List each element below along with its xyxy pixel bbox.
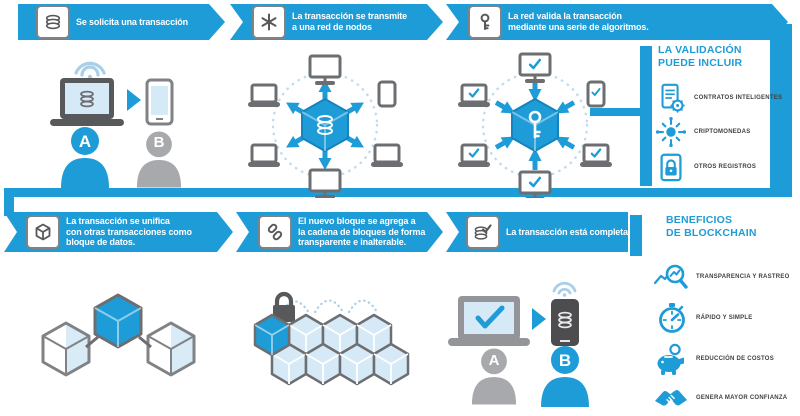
node-laptop — [369, 143, 405, 169]
block-merge-illustration — [41, 293, 196, 377]
person-b-label: B — [559, 351, 571, 370]
blockchain-illustration — [253, 291, 410, 386]
step-3-label: La red valida la transacción mediante un… — [508, 11, 649, 32]
node-monitor — [308, 54, 342, 85]
key-icon — [468, 5, 502, 39]
step-banner-6: La transacción está completa — [446, 212, 628, 252]
chain-cube — [372, 342, 410, 386]
cryptocurrency-icon — [655, 116, 687, 148]
validation-item-label: CONTRATOS INTELIGENTES — [694, 95, 783, 101]
transfer-arrow-icon — [127, 89, 141, 111]
data-cube — [300, 97, 350, 153]
transparency-icon — [653, 264, 688, 289]
person-a-label: A — [79, 132, 91, 151]
validation-item-crypto: CRIPTOMONEDAS — [655, 116, 798, 148]
step-2-label: La transacción se transmite a una red de… — [292, 11, 407, 32]
savings-icon — [657, 343, 684, 375]
flow-connector-horizontal — [4, 188, 792, 197]
laptop-icon — [448, 296, 530, 346]
transfer-arrow-icon — [532, 308, 546, 330]
benefit-item-trust: GENERA MAYOR CONFIANZA — [653, 381, 800, 415]
step-banner-2: La transacción se transmite a una red de… — [230, 4, 443, 40]
flow-connector-left — [4, 188, 14, 216]
wifi-icon — [552, 281, 577, 297]
broadcast-network-illustration — [246, 54, 405, 198]
node-phone — [377, 80, 397, 108]
person-b-label: B — [154, 134, 165, 151]
phone-icon — [551, 299, 579, 346]
benefit-item-label: RÁPIDO Y SIMPLE — [696, 315, 753, 321]
chain-cube — [338, 342, 376, 386]
validation-panel-title: LA VALIDACIÓN PUEDE INCLUIR — [658, 44, 743, 70]
validation-item-label: CRIPTOMONEDAS — [694, 129, 751, 135]
records-lock-icon — [660, 153, 682, 182]
phone-icon — [145, 78, 174, 126]
benefits-panel-bar — [630, 215, 642, 256]
validation-item-label: OTROS REGISTROS — [694, 164, 757, 170]
chain-icon — [258, 215, 292, 249]
person-a-label: A — [489, 352, 500, 369]
step-banner-3: La red valida la transacción mediante un… — [446, 4, 788, 40]
wifi-icon — [74, 61, 106, 80]
benefit-item-label: GENERA MAYOR CONFIANZA — [696, 395, 788, 401]
complete-illustration: A B — [448, 281, 589, 407]
validation-panel-bar — [640, 46, 652, 186]
transaction-cube — [41, 321, 91, 377]
network-icon — [252, 5, 286, 39]
step-banner-4: La transacción se unifica con otras tran… — [4, 212, 233, 252]
validation-item-contracts: CONTRATOS INTELIGENTES — [655, 82, 798, 114]
step-4-label: La transacción se unifica con otras tran… — [66, 215, 192, 248]
benefit-item-label: REDUCCIÓN DE COSTOS — [696, 356, 774, 362]
new-block-cube — [253, 313, 291, 357]
node-laptop — [246, 143, 282, 169]
key-icon — [528, 110, 542, 139]
step-banner-5: El nuevo bloque se agrega a la cadena de… — [236, 212, 443, 252]
validation-item-records: OTROS REGISTROS — [655, 151, 798, 183]
node-monitor — [308, 168, 342, 198]
smart-contract-icon — [661, 83, 685, 113]
benefit-item-label: TRANSPARENCIA Y RASTREO — [696, 274, 790, 280]
validation-network-illustration — [456, 52, 614, 198]
speed-icon — [659, 303, 685, 333]
validation-connector — [590, 108, 642, 116]
flow-ribbon-right — [770, 24, 792, 197]
cube-icon — [26, 215, 60, 249]
step-1-label: Se solicita una transacción — [76, 16, 188, 27]
benefit-item-savings: REDUCCIÓN DE COSTOS — [653, 342, 800, 376]
benefit-item-speed: RÁPIDO Y SIMPLE — [653, 301, 800, 335]
step-banner-1: Se solicita una transacción — [18, 4, 225, 40]
coins-check-icon — [466, 215, 500, 249]
block-cube — [93, 293, 143, 349]
step-6-label: La transacción está completa — [506, 226, 628, 237]
laptop-icon — [50, 78, 124, 126]
check-icon — [475, 305, 505, 329]
node-laptop — [246, 83, 282, 109]
trust-icon — [655, 390, 687, 406]
chain-dotted-arcs — [279, 299, 379, 315]
request-illustration: A B — [50, 61, 182, 188]
coins-icon — [36, 5, 70, 39]
benefits-panel-title: BENEFICIOS DE BLOCKCHAIN — [666, 214, 757, 240]
benefit-item-transparency: TRANSPARENCIA Y RASTREO — [653, 260, 800, 294]
step-5-label: El nuevo bloque se agrega a la cadena de… — [298, 215, 426, 248]
chain-cube — [304, 342, 342, 386]
transaction-cube — [146, 321, 196, 377]
